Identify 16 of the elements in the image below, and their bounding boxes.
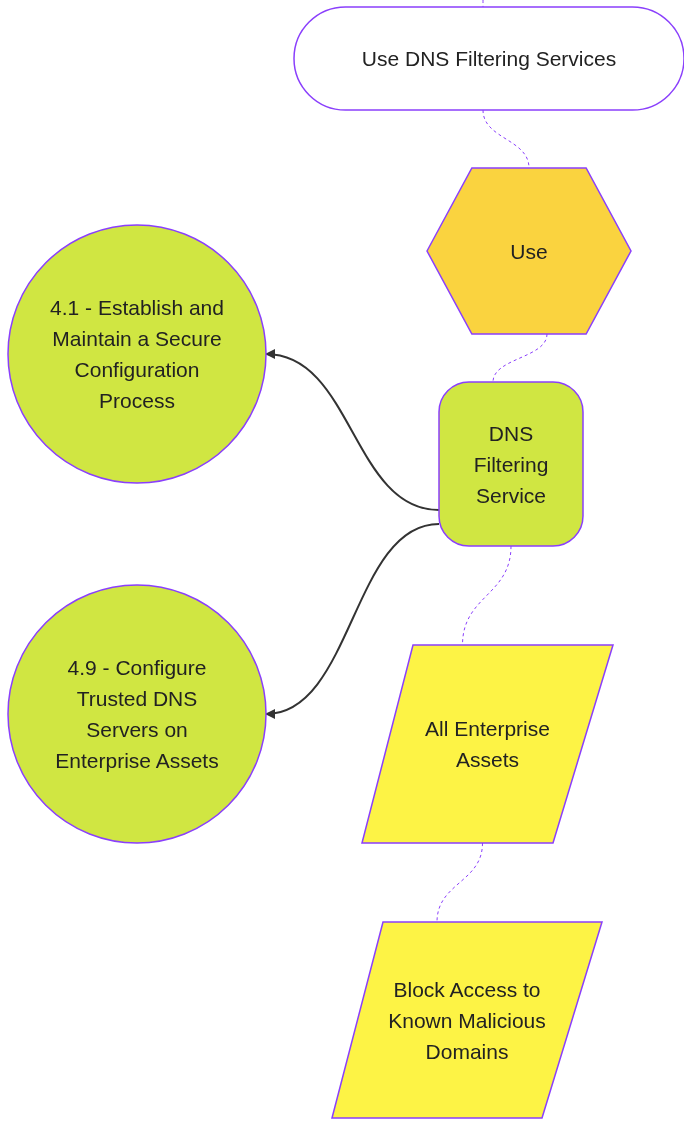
circle-node bbox=[8, 585, 266, 843]
node-label: Use bbox=[509, 238, 549, 265]
node-label: Use DNS Filtering Services bbox=[360, 46, 618, 72]
node-label: Block Access to Known Malicious Domains bbox=[387, 976, 547, 1065]
circle-node bbox=[8, 225, 266, 483]
data-node bbox=[362, 645, 613, 843]
process-node bbox=[439, 382, 583, 546]
data-node bbox=[332, 922, 602, 1118]
connector-line bbox=[436, 842, 483, 923]
node-label: 4.9 - Configure Trusted DNS Servers on Enterprise Assets bbox=[54, 655, 220, 774]
connector-line bbox=[492, 333, 548, 383]
node-label: DNS Filtering Service bbox=[472, 420, 550, 509]
node-label: 4.1 - Establish and Maintain a Secure Configuration Process bbox=[49, 295, 225, 414]
node-label: All Enterprise Assets bbox=[424, 716, 551, 773]
terminal-node bbox=[294, 7, 684, 110]
hexagon-node bbox=[427, 168, 631, 334]
